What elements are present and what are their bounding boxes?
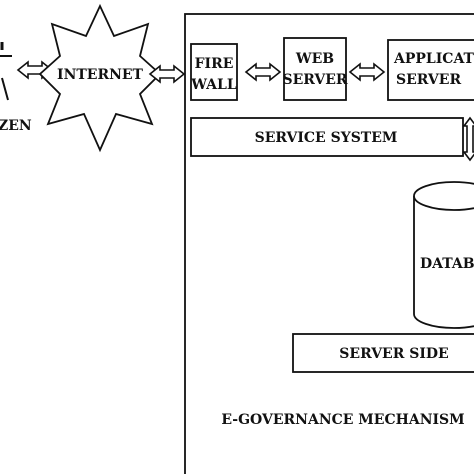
database-label: DATABASE	[420, 256, 474, 272]
egovernance-mechanism-label: E-GOVERNANCE MECHANISM	[221, 412, 464, 428]
web-server-label-line2: SERVER	[282, 72, 347, 88]
server-side-label: SERVER SIDE	[339, 346, 448, 362]
web-server-box	[283, 37, 347, 101]
internet-cloud-shape	[38, 3, 162, 153]
firewall-webserver-arrow	[244, 62, 282, 82]
webserver-appserver-arrow	[348, 62, 386, 82]
application-server-label-line1: APPLICATION	[393, 51, 474, 67]
citizen-label: ZEN	[0, 118, 32, 134]
firewall-label-line2: WALL	[190, 77, 237, 93]
web-server-label-line1: WEB	[295, 51, 334, 67]
internet-label: INTERNET	[57, 67, 144, 83]
service-system-label: SERVICE SYSTEM	[255, 130, 398, 146]
firewall-box	[190, 43, 238, 101]
service-database-arrow	[462, 116, 474, 162]
server-side-box	[292, 333, 474, 373]
application-server-box	[387, 39, 474, 101]
internet-firewall-arrow	[148, 64, 186, 84]
citizen-figure-icon	[0, 42, 12, 101]
database-cylinder-icon	[413, 181, 474, 329]
application-server-label-line2: SERVER	[396, 72, 461, 88]
firewall-label-line1: FIRE	[195, 56, 234, 72]
egovernance-mechanism-container	[184, 13, 474, 474]
service-system-box	[190, 117, 464, 157]
